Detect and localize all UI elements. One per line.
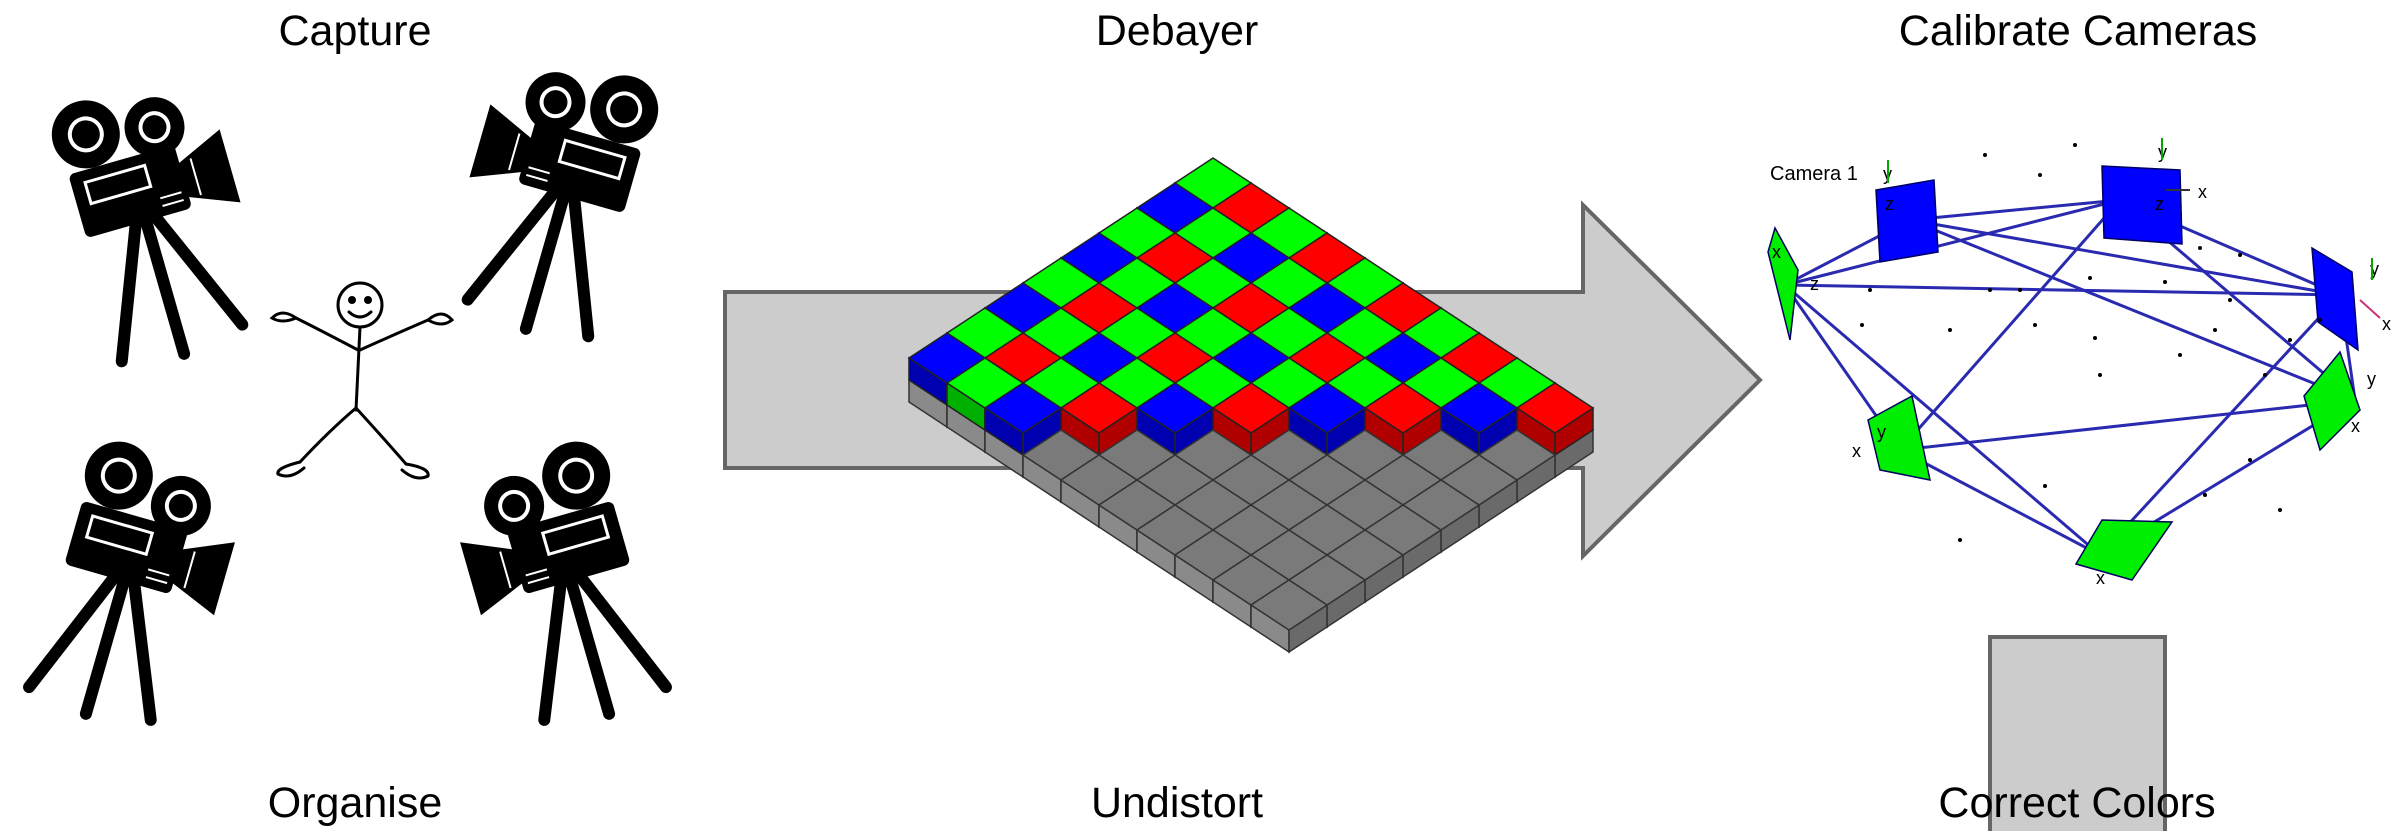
calibration-point bbox=[2178, 353, 2182, 357]
calibration-point bbox=[2073, 143, 2077, 147]
camera-1-label: Camera 1 bbox=[1770, 163, 1858, 185]
calibration-point bbox=[2043, 484, 2047, 488]
movie-camera-icon bbox=[434, 41, 667, 348]
calibration-point bbox=[2198, 246, 2202, 250]
axis-label: y bbox=[2370, 259, 2379, 279]
calibration-point bbox=[2038, 173, 2042, 177]
calibration-link-line bbox=[1909, 218, 2341, 297]
axis-label: x bbox=[1852, 441, 1861, 461]
step-label-capture: Capture bbox=[278, 7, 432, 55]
bayer-cell-R bbox=[1211, 382, 1291, 434]
calibration-point bbox=[1983, 153, 1987, 157]
calibration-point bbox=[1860, 323, 1864, 327]
calibration-link-line bbox=[1784, 283, 2101, 557]
calibration-link-line bbox=[1898, 199, 2122, 451]
pipeline-arrow-down bbox=[1988, 635, 2167, 831]
calibration-point bbox=[2278, 508, 2282, 512]
calibration-point bbox=[2288, 338, 2292, 342]
bayer-cell-empty bbox=[1249, 579, 1329, 631]
calibration-link-line bbox=[1909, 198, 2121, 222]
step-label-undistort: Undistort bbox=[1090, 779, 1264, 827]
calibration-point bbox=[2093, 336, 2097, 340]
axis-label: x bbox=[2351, 416, 2360, 436]
calibration-point bbox=[1988, 288, 1992, 292]
calibration-point bbox=[2213, 328, 2217, 332]
axis-label: z bbox=[1885, 194, 1894, 214]
calibration-link-line bbox=[2098, 293, 2342, 557]
calibrated-camera-marker bbox=[2101, 165, 2183, 245]
calibrated-camera-marker bbox=[2303, 350, 2361, 452]
bayer-cell-R bbox=[1363, 382, 1443, 434]
axis-label: x bbox=[1772, 242, 1781, 262]
axis-label: x bbox=[2382, 314, 2391, 334]
calibration-point bbox=[2203, 493, 2207, 497]
camera-calibration-plot: Camera 1yyxzxzyxyxxyxz bbox=[1767, 138, 2391, 588]
calibrated-camera-marker bbox=[1867, 394, 1931, 481]
calibration-point bbox=[2018, 288, 2022, 292]
movie-camera-icon bbox=[442, 434, 675, 741]
bayer-cell-B bbox=[1287, 382, 1367, 434]
calibration-point bbox=[1948, 328, 1952, 332]
step-label-organise: Organise bbox=[267, 779, 443, 827]
bayer-cell-B bbox=[983, 382, 1063, 434]
axis-label: z bbox=[2155, 194, 2164, 214]
calibration-link-line bbox=[1784, 283, 2341, 297]
axis-label: z bbox=[1810, 274, 1819, 294]
calibration-link-line bbox=[1899, 448, 2101, 557]
movie-camera-icon bbox=[44, 66, 277, 373]
calibrated-camera-marker bbox=[2311, 246, 2359, 352]
axis-label: y bbox=[2367, 369, 2376, 389]
calibration-point bbox=[2098, 373, 2102, 377]
calibration-point bbox=[1868, 288, 1872, 292]
bayer-filter-mosaic bbox=[907, 157, 1595, 654]
step-label-calibrate: Calibrate Cameras bbox=[1898, 7, 2258, 55]
calibrated-camera-marker bbox=[1875, 179, 1939, 263]
calibration-point bbox=[2163, 280, 2167, 284]
calibration-link-line bbox=[1899, 398, 2356, 452]
axis-label: y bbox=[1877, 422, 1886, 442]
calibration-link-line bbox=[1784, 198, 2121, 287]
calibration-point bbox=[2033, 323, 2037, 327]
stick-figure-icon bbox=[269, 281, 455, 480]
calibration-point bbox=[2318, 318, 2322, 322]
calibrated-camera-marker bbox=[2074, 519, 2174, 581]
step-label-debayer: Debayer bbox=[1095, 7, 1259, 55]
calibrated-camera-marker bbox=[1767, 226, 1799, 341]
calibration-point bbox=[2228, 298, 2232, 302]
bayer-cell-B bbox=[1135, 382, 1215, 434]
calibration-link-line bbox=[1909, 218, 2356, 402]
bayer-cell-R bbox=[1515, 382, 1595, 434]
bayer-cell-R bbox=[1059, 382, 1139, 434]
calibration-point bbox=[1958, 538, 1962, 542]
calibration-point bbox=[2238, 253, 2242, 257]
calibration-point bbox=[2263, 373, 2267, 377]
axis-tick bbox=[2359, 299, 2381, 319]
calibration-point bbox=[2088, 276, 2092, 280]
calibration-point bbox=[2248, 458, 2252, 462]
axis-label: x bbox=[2198, 182, 2207, 202]
bayer-cell-B bbox=[1439, 382, 1519, 434]
step-label-correct-colors: Correct Colors bbox=[1938, 779, 2216, 827]
movie-camera-icon bbox=[21, 434, 254, 741]
axis-label: x bbox=[2096, 568, 2105, 588]
